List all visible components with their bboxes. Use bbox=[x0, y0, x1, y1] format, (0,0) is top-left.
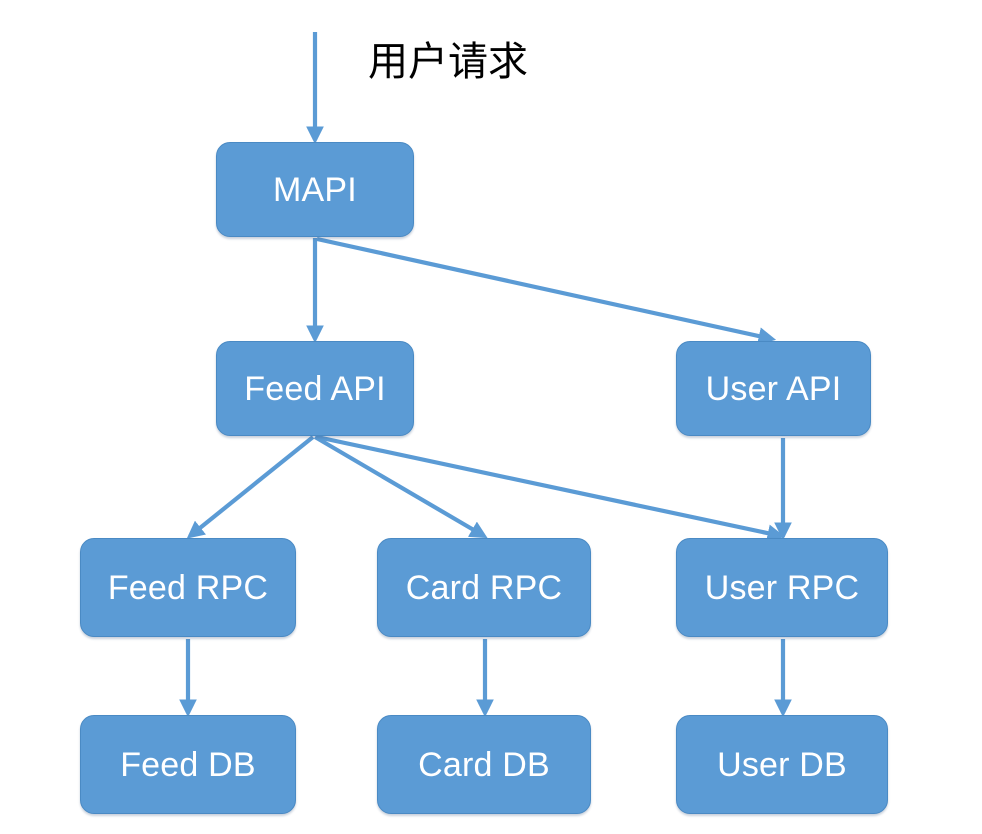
node-card_db[interactable]: Card DB bbox=[377, 715, 591, 814]
node-label-card_rpc: Card RPC bbox=[405, 568, 563, 607]
node-user_rpc[interactable]: User RPC bbox=[676, 538, 888, 637]
node-label-mapi: MAPI bbox=[273, 170, 357, 209]
node-feed_db[interactable]: Feed DB bbox=[80, 715, 296, 814]
edge-feed-api-to-user-rpc bbox=[316, 434, 786, 542]
edge-feed-api-to-feed-rpc bbox=[186, 435, 315, 539]
node-user_db[interactable]: User DB bbox=[676, 715, 888, 814]
node-label-user_api: User API bbox=[705, 369, 842, 408]
node-label-user_db: User DB bbox=[717, 745, 847, 784]
node-user_api[interactable]: User API bbox=[676, 341, 871, 436]
user-request-caption: 用户请求 bbox=[368, 39, 528, 85]
edge-feed-api-to-card-rpc bbox=[313, 435, 488, 539]
node-card_rpc[interactable]: Card RPC bbox=[377, 538, 591, 637]
node-label-feed_api: Feed API bbox=[244, 369, 386, 408]
node-label-feed_rpc: Feed RPC bbox=[107, 568, 269, 607]
node-label-card_db: Card DB bbox=[418, 745, 550, 784]
node-feed_rpc[interactable]: Feed RPC bbox=[80, 538, 296, 637]
node-mapi[interactable]: MAPI bbox=[216, 142, 414, 237]
node-label-user_rpc: User RPC bbox=[704, 568, 860, 607]
edge-mapi-to-user-api bbox=[316, 236, 777, 345]
node-label-feed_db: Feed DB bbox=[120, 745, 256, 784]
node-feed_api[interactable]: Feed API bbox=[216, 341, 414, 436]
